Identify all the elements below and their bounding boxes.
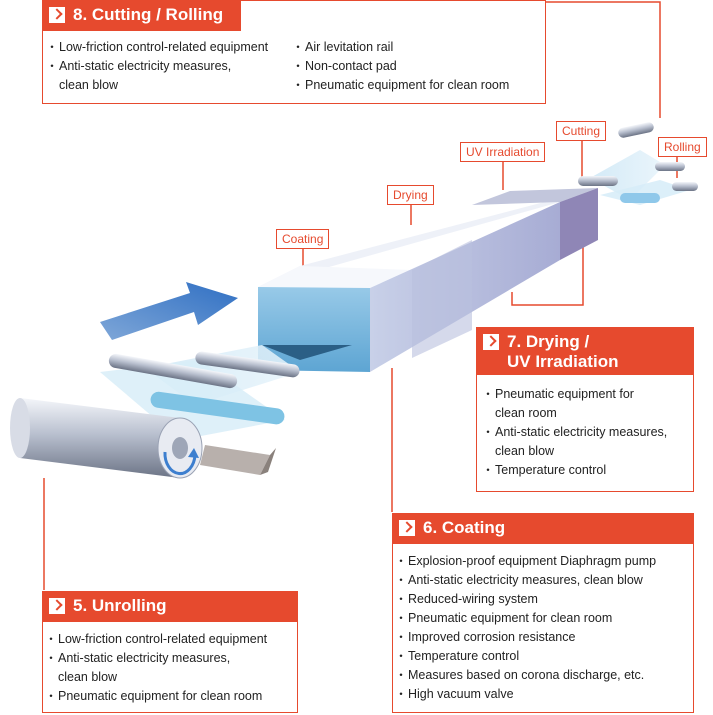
list-item: Anti-static electricity measures, — [46, 57, 295, 76]
box-drying-uv-title-line2: UV Irradiation — [507, 352, 619, 371]
box-cutting-rolling-list-2: Air levitation rail Non-contact pad Pneu… — [292, 38, 509, 95]
list-item: Anti-static electricity measures, clean … — [395, 571, 693, 590]
box-coating-title: 6. Coating — [423, 518, 506, 537]
stage-label-drying: Drying — [387, 185, 434, 205]
list-item: Low-friction control-related equipment — [45, 630, 297, 649]
box-drying-uv: 7. Drying / UV Irradiation Pneumatic equ… — [476, 327, 694, 492]
stage-label-rolling: Rolling — [658, 137, 707, 157]
box-cutting-rolling-list-1: Low-friction control-related equipment A… — [46, 38, 295, 95]
list-item: Low-friction control-related equipment — [46, 38, 295, 57]
list-item: Pneumatic equipment for clean room — [292, 76, 509, 95]
box-unrolling: 5. Unrolling Low-friction control-relate… — [42, 591, 298, 713]
connector-lines — [43, 1, 678, 590]
list-item: Pneumatic equipment for — [482, 385, 693, 404]
list-item: Air levitation rail — [292, 38, 509, 57]
list-item: Anti-static electricity measures, — [482, 423, 693, 442]
list-item: clean blow — [59, 78, 119, 92]
box-drying-uv-list: Pneumatic equipment for clean room Anti-… — [477, 375, 693, 480]
list-item: Pneumatic equipment for clean room — [395, 609, 693, 628]
list-item: Pneumatic equipment for clean room — [45, 687, 297, 706]
list-item: Temperature control — [482, 461, 693, 480]
box-cutting-rolling-title: 8. Cutting / Rolling — [73, 5, 224, 24]
list-item: Explosion-proof equipment Diaphragm pump — [395, 552, 693, 571]
list-item: Measures based on corona discharge, etc. — [395, 666, 693, 685]
list-item: Temperature control — [395, 647, 693, 666]
box-unrolling-title: 5. Unrolling — [73, 596, 167, 615]
box-unrolling-header: 5. Unrolling — [43, 592, 297, 622]
chevron-right-icon — [49, 7, 65, 23]
box-coating: 6. Coating Explosion-proof equipment Dia… — [392, 513, 694, 713]
list-item: Non-contact pad — [292, 57, 509, 76]
list-item: High vacuum valve — [395, 685, 693, 704]
list-item: clean blow — [58, 670, 118, 684]
box-drying-uv-header: 7. Drying / UV Irradiation — [477, 328, 693, 375]
list-item: Reduced-wiring system — [395, 590, 693, 609]
chevron-right-icon — [49, 598, 65, 614]
box-coating-header: 6. Coating — [393, 514, 693, 544]
box-cutting-rolling-header: 8. Cutting / Rolling — [43, 1, 241, 31]
list-item: clean room — [495, 406, 557, 420]
box-drying-uv-title-line1: 7. Drying / — [507, 332, 590, 351]
box-coating-list: Explosion-proof equipment Diaphragm pump… — [393, 544, 693, 704]
stage-label-uv: UV Irradiation — [460, 142, 546, 162]
chevron-right-icon — [483, 334, 499, 350]
box-unrolling-list: Low-friction control-related equipment A… — [43, 622, 297, 706]
list-item: Anti-static electricity measures, — [45, 649, 297, 668]
stage-label-cutting: Cutting — [556, 121, 607, 141]
box-cutting-rolling: 8. Cutting / Rolling Low-friction contro… — [42, 0, 546, 104]
chevron-right-icon — [399, 520, 415, 536]
stage-label-coating: Coating — [276, 229, 330, 249]
list-item: clean blow — [495, 444, 555, 458]
list-item: Improved corrosion resistance — [395, 628, 693, 647]
